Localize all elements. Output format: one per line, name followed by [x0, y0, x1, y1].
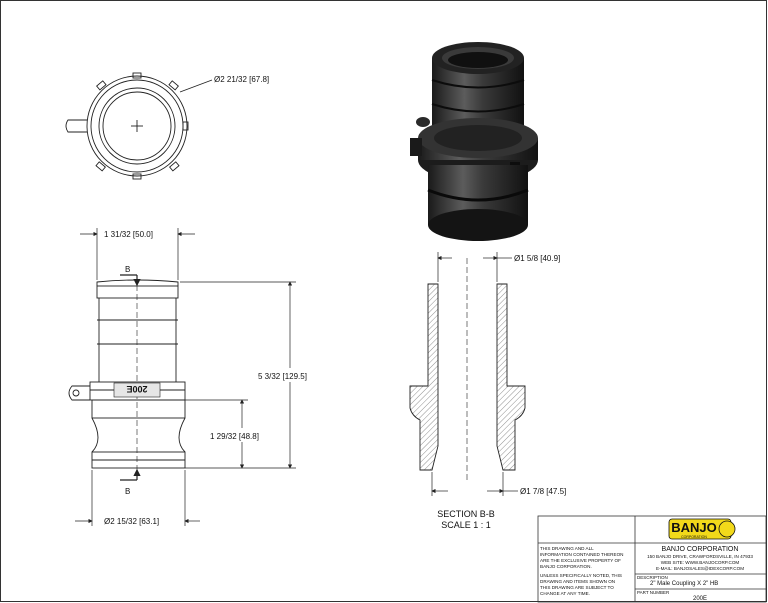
part-number-label: PART NUMBER — [637, 590, 670, 595]
company-email: E-MAIL: BANJOSALES@IDEXCORP.COM — [656, 566, 744, 571]
svg-text:BANJO CORPORATION.: BANJO CORPORATION. — [540, 564, 592, 569]
logo-text: BANJO — [671, 520, 717, 535]
company-address: 150 BANJO DRIVE, CRAWFORDSVILLE, IN 4793… — [647, 554, 753, 559]
logo-sub: CORPORATION — [681, 535, 707, 539]
company-website: WEB SITE: WWW.BANJOCORP.COM — [661, 560, 740, 565]
title-block-frame — [537, 515, 767, 603]
dim-base-lines — [75, 470, 200, 526]
change-notice: UNLESS SPECIFICALLY NOTED, THIS DRAWING … — [540, 573, 622, 596]
section-scale: SCALE 1 : 1 — [441, 520, 491, 530]
section-marker-bottom: B — [125, 487, 130, 496]
svg-text:THIS DRAWING ARE SUBJECT TO: THIS DRAWING ARE SUBJECT TO — [540, 585, 614, 590]
dim-section-base-diameter: Ø1 7/8 [47.5] — [520, 487, 566, 496]
section-view — [409, 258, 526, 480]
banjo-logo: BANJO CORPORATION — [668, 518, 736, 540]
render-3d — [410, 42, 538, 241]
svg-text:ARE THE EXCLUSIVE PROPERTY OF: ARE THE EXCLUSIVE PROPERTY OF — [540, 558, 621, 563]
dim-body-width: 1 31/32 [50.0] — [104, 230, 153, 239]
svg-text:INFORMATION CONTAINED THEREON: INFORMATION CONTAINED THEREON — [540, 552, 623, 557]
description-label: DESCRIPTION — [637, 575, 668, 580]
dim-base-diameter: Ø2 15/32 [63.1] — [104, 517, 159, 526]
part-stamp-box — [113, 382, 161, 398]
section-title: SECTION B-B — [437, 509, 495, 519]
part-number-value: 200E — [693, 596, 707, 602]
dim-height-lines — [180, 281, 296, 469]
front-view — [68, 274, 186, 481]
svg-text:CHANGE AT ANY TIME.: CHANGE AT ANY TIME. — [540, 591, 590, 596]
dim-top-diameter: Ø2 21/32 [67.8] — [214, 75, 269, 84]
svg-text:DRAWING AND ITEMS SHOWN ON: DRAWING AND ITEMS SHOWN ON — [540, 579, 615, 584]
dim-section-lines — [431, 252, 518, 496]
section-marker-top: B — [125, 265, 130, 274]
svg-text:THIS DRAWING AND ALL: THIS DRAWING AND ALL — [540, 546, 594, 551]
svg-text:UNLESS SPECIFICALLY NOTED, THI: UNLESS SPECIFICALLY NOTED, THIS — [540, 573, 622, 578]
dim-bore-diameter: Ø1 5/8 [40.9] — [514, 254, 560, 263]
company-name: BANJO CORPORATION — [662, 546, 739, 553]
part-stamp: 200E — [126, 384, 147, 394]
top-view — [65, 72, 213, 180]
dim-overall-height: 5 3/32 [129.5] — [258, 372, 307, 381]
dim-lower-height: 1 29/32 [48.8] — [210, 432, 259, 441]
description-value: 2" Male Coupling X 2" HB — [650, 581, 718, 587]
ownership-notice: THIS DRAWING AND ALL INFORMATION CONTAIN… — [540, 546, 623, 569]
dim-width-lines — [80, 228, 195, 280]
